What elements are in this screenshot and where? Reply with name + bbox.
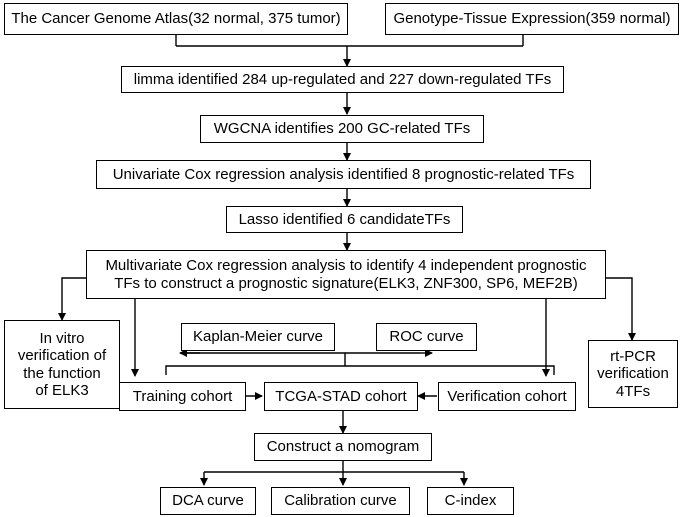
calibration-curve-box: Calibration curve <box>271 487 410 515</box>
tcga-source-box: The Cancer Genome Atlas(32 normal, 375 t… <box>4 3 348 35</box>
lasso-box: Lasso identified 6 candidateTFs <box>226 206 463 233</box>
arrow-to-rtpcr <box>606 277 636 341</box>
tcga-stad-cohort-box: TCGA-STAD cohort <box>264 382 418 411</box>
nomogram-box: Construct a nomogram <box>254 433 432 461</box>
univariate-box: Univariate Cox regression analysis ident… <box>96 160 591 189</box>
rtpcr-box: rt-PCR verification 4TFs <box>588 340 678 408</box>
training-cohort-box: Training cohort <box>119 382 246 411</box>
invitro-box: In vitro verification of the function of… <box>4 320 120 409</box>
c-index-box: C-index <box>427 487 514 515</box>
wgcna-box: WGCNA identifies 200 GC-related TFs <box>200 115 484 143</box>
dca-curve-box: DCA curve <box>160 487 256 515</box>
limma-box: limma identified 284 up-regulated and 22… <box>121 66 564 93</box>
connector-curves-horizontal <box>165 365 555 375</box>
multivariate-box: Multivariate Cox regression analysis to … <box>86 250 606 299</box>
arrow-to-invitro <box>58 277 86 321</box>
connector-curves-stem <box>260 352 346 366</box>
verification-cohort-box: Verification cohort <box>438 382 576 411</box>
kaplan-meier-box: Kaplan-Meier curve <box>181 323 335 351</box>
gtex-source-box: Genotype-Tissue Expression(359 normal) <box>385 3 679 35</box>
roc-curve-box: ROC curve <box>376 323 477 351</box>
